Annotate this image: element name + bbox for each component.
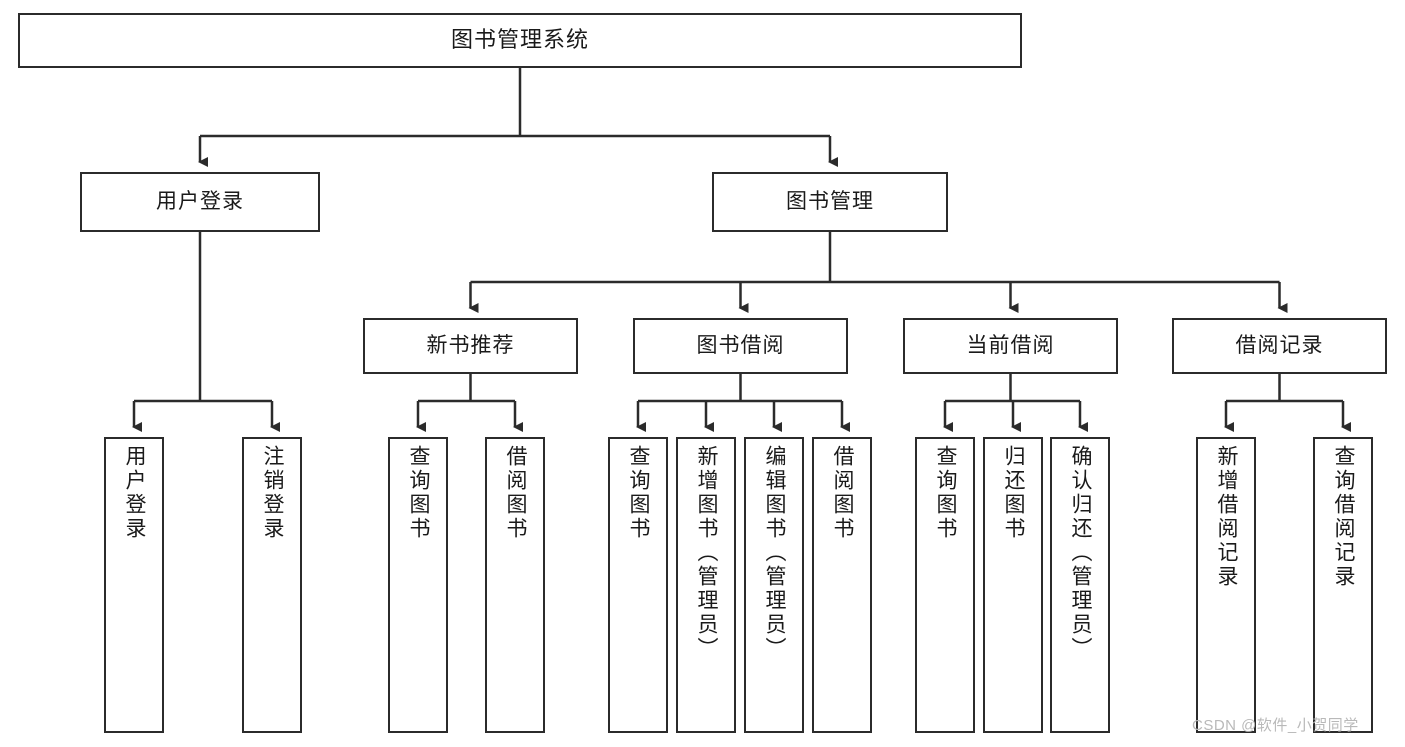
node-label: 查询图书	[407, 445, 431, 541]
node-leaf-logout-login: 注销登录	[242, 437, 302, 733]
node-leaf-query-book-2: 查询图书	[608, 437, 668, 733]
node-label: 新增图书（管理员）	[695, 445, 719, 661]
node-label: 用户登录	[156, 190, 244, 214]
node-leaf-user-login: 用户登录	[104, 437, 164, 733]
node-label: 查询图书	[934, 445, 958, 541]
node-label: 借阅图书	[504, 445, 528, 541]
node-new-book-recommend: 新书推荐	[363, 318, 578, 374]
node-leaf-confirm-return-admin: 确认归还（管理员）	[1050, 437, 1110, 733]
node-leaf-add-borrow-record: 新增借阅记录	[1196, 437, 1256, 733]
node-label: 图书借阅	[696, 334, 785, 358]
csdn-watermark: CSDN @软件_小贺同学	[1192, 717, 1359, 734]
node-label: 用户登录	[123, 445, 147, 541]
node-label: 当前借阅	[966, 334, 1055, 358]
node-leaf-query-book-3: 查询图书	[915, 437, 975, 733]
node-user-login: 用户登录	[80, 172, 320, 232]
node-label: 归还图书	[1002, 445, 1026, 541]
node-label: 借阅记录	[1235, 334, 1324, 358]
node-root-system: 图书管理系统	[18, 13, 1022, 68]
node-label: 图书管理系统	[450, 27, 589, 53]
node-label: 确认归还（管理员）	[1069, 445, 1093, 661]
node-leaf-borrow-book-1: 借阅图书	[485, 437, 545, 733]
node-book-borrow: 图书借阅	[633, 318, 848, 374]
node-book-manage: 图书管理	[712, 172, 948, 232]
node-leaf-edit-book-admin: 编辑图书（管理员）	[744, 437, 804, 733]
node-leaf-return-book: 归还图书	[983, 437, 1043, 733]
node-leaf-query-borrow-record: 查询借阅记录	[1313, 437, 1373, 733]
node-label: 注销登录	[261, 445, 285, 541]
node-label: 新书推荐	[426, 334, 515, 358]
node-borrow-record: 借阅记录	[1172, 318, 1387, 374]
node-label: 图书管理	[786, 190, 874, 214]
node-label: 查询借阅记录	[1332, 445, 1356, 589]
node-leaf-add-book-admin: 新增图书（管理员）	[676, 437, 736, 733]
node-label: 借阅图书	[831, 445, 855, 541]
node-label: 查询图书	[627, 445, 651, 541]
node-current-borrow: 当前借阅	[903, 318, 1118, 374]
node-label: 新增借阅记录	[1215, 445, 1239, 589]
node-leaf-borrow-book-2: 借阅图书	[812, 437, 872, 733]
node-leaf-query-book-1: 查询图书	[388, 437, 448, 733]
node-label: 编辑图书（管理员）	[763, 445, 787, 661]
